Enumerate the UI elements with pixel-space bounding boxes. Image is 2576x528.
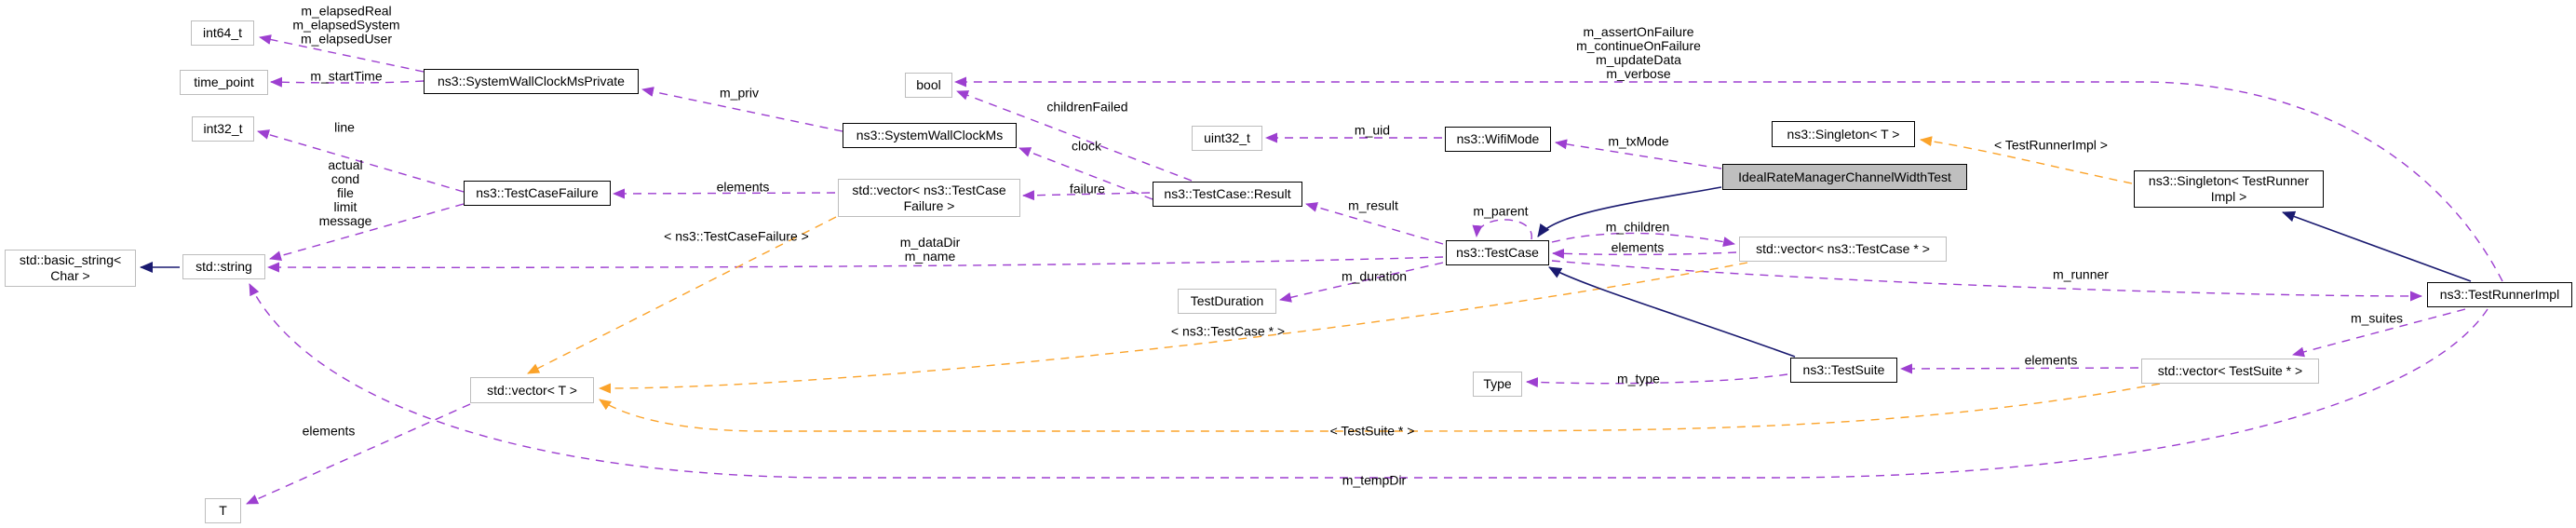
edge-label-m-tempdir: m_tempDir [1342, 472, 1407, 488]
edge-line [257, 129, 465, 193]
edge-m-runner [1551, 260, 2422, 302]
edge-label-instance-testrunnerimpl: < TestRunnerImpl > [1994, 137, 2108, 153]
edge-inherit-testsuite-testcase [1548, 266, 1796, 358]
node-std-string: std::string [182, 254, 265, 279]
edge-m-tempDir [249, 283, 2488, 479]
node-std-vector-testcasefailure: std::vector< ns3::TestCase Failure > [838, 179, 1020, 217]
edge-label-instance-testcase-ptr: < ns3::TestCase * > [1170, 323, 1286, 339]
edge-inherit-tri-singleton [2282, 210, 2472, 282]
edge-m-elapsed [259, 34, 425, 73]
edge-label-line: line [334, 119, 355, 135]
edge-label-m-children: m_children [1605, 219, 1670, 235]
edge-label-m-result: m_result [1348, 197, 1398, 213]
edge-label-failure: failure [1069, 181, 1106, 196]
edge-elements-t [246, 403, 471, 505]
node-std-basic-string: std::basic_string< Char > [5, 250, 136, 287]
node-idealratemanagerchannelwidthtest: IdealRateManagerChannelWidthTest [1722, 164, 1967, 190]
edge-label-elements-failure: elements [716, 179, 770, 195]
edge-label-instance-testsuite-ptr: < TestSuite * > [1329, 423, 1415, 439]
node-ns3-testrunnerimpl[interactable]: ns3::TestRunnerImpl [2427, 282, 2572, 307]
node-time-point: time_point [180, 70, 268, 95]
edge-label-m-type: m_type [1617, 371, 1660, 386]
node-std-vector-testsuite-ptr: std::vector< TestSuite * > [2141, 359, 2319, 384]
edge-instance-testsuite-ptr [599, 383, 2161, 432]
edge-m-startTime [270, 76, 425, 88]
node-ns3-testsuite[interactable]: ns3::TestSuite [1790, 358, 1897, 383]
edge-label-starttime: m_startTime [310, 68, 383, 84]
edge-label-m-uid: m_uid [1354, 122, 1391, 138]
node-ns3-testcase-result[interactable]: ns3::TestCase::Result [1153, 182, 1302, 207]
edge-label-elements-testsuite: elements [2024, 352, 2078, 368]
node-int32-t: int32_t [192, 116, 254, 142]
edge-label-m-suites: m_suites [2350, 310, 2404, 326]
edge-label-childrenfailed: childrenFailed [1046, 99, 1128, 115]
edge-m-duration [1279, 262, 1444, 303]
edge-m-txMode [1555, 139, 1722, 169]
edge-inherit-main-testcase [1537, 186, 1722, 237]
edge-label-elements-t: elements [302, 423, 356, 439]
edge-runner-bools [954, 76, 2503, 282]
node-testduration: TestDuration [1178, 289, 1276, 314]
edge-label-clock: clock [1072, 138, 1101, 154]
node-ns3-singleton-testrunnerimpl[interactable]: ns3::Singleton< TestRunner Impl > [2134, 170, 2324, 208]
edge-elements-testcase [1552, 248, 1737, 259]
edge-elements-testsuite [1900, 363, 2139, 374]
node-ns3-singleton-t[interactable]: ns3::Singleton< T > [1772, 121, 1915, 147]
edge-label-failure-members: actual cond file limit message [318, 157, 372, 229]
edge-label-m-runner: m_runner [2053, 266, 2109, 282]
node-bool: bool [905, 73, 952, 98]
edge-failure [1022, 190, 1151, 201]
edge-failure-members [269, 203, 465, 262]
edge-instance-testcasefailure [527, 216, 837, 374]
node-std-vector-testcase-ptr: std::vector< ns3::TestCase * > [1739, 237, 1947, 262]
node-t: T [205, 498, 241, 523]
edge-label-elements-testcase: elements [1611, 239, 1665, 255]
node-ns3-systemwallclockmsprivate[interactable]: ns3::SystemWallClockMsPrivate [424, 69, 639, 94]
node-int64-t: int64_t [191, 20, 254, 46]
edge-label-m-duration: m_duration [1341, 268, 1408, 284]
edge-m-dataDir [267, 256, 1444, 273]
edge-label-instance-failure: < ns3::TestCaseFailure > [664, 228, 809, 244]
edge-childrenFailed [956, 90, 1193, 182]
edge-m-priv [641, 87, 843, 132]
node-ns3-testcasefailure[interactable]: ns3::TestCaseFailure [464, 181, 611, 206]
edge-m-parent [1472, 219, 1532, 240]
edge-label-m-priv: m_priv [719, 85, 760, 101]
node-ns3-testcase[interactable]: ns3::TestCase [1446, 240, 1549, 265]
edge-elements-failure [613, 188, 836, 199]
edge-label-runner-bools: m_assertOnFailure m_continueOnFailure m_… [1576, 23, 1701, 82]
edge-label-m-parent: m_parent [1473, 203, 1529, 219]
node-ns3-systemwallclockms[interactable]: ns3::SystemWallClockMs [843, 123, 1017, 148]
edge-label-m-txmode: m_txMode [1608, 133, 1669, 149]
node-std-vector-t: std::vector< T > [470, 377, 594, 403]
edge-m-type [1526, 373, 1788, 388]
edge-m-children [1551, 232, 1735, 247]
node-uint32-t: uint32_t [1192, 126, 1262, 151]
edge-instance-testcase-ptr [599, 262, 1748, 394]
node-type: Type [1473, 372, 1522, 397]
edge-label-elapsed: m_elapsedReal m_elapsedSystem m_elapsedU… [292, 3, 400, 47]
node-ns3-wifimode[interactable]: ns3::WifiMode [1445, 127, 1551, 152]
edge-instance-testrunnerimpl [1920, 136, 2133, 184]
edge-label-m-datadir: m_dataDir m_name [899, 234, 961, 264]
